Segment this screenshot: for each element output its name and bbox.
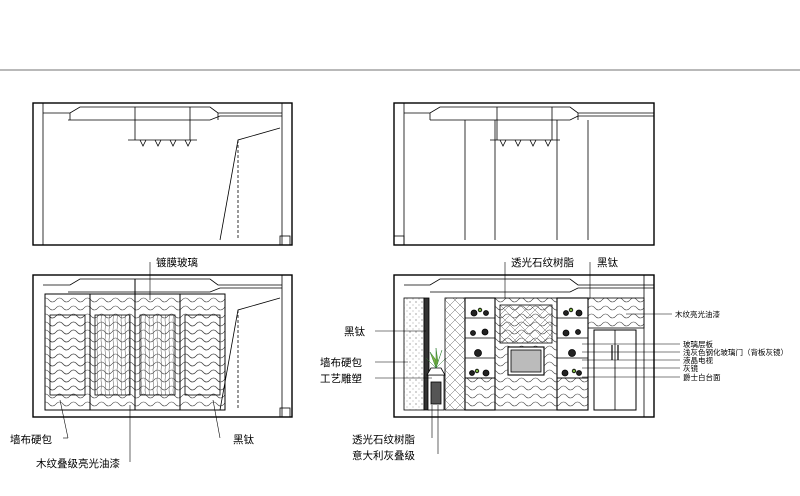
plant-sculpture: [425, 347, 447, 369]
label-wood-lacquer: 木纹叠级亮光油漆: [36, 457, 120, 470]
fabric-panel: [94, 314, 131, 396]
label-translucent-stone-bottom: 透光石纹树脂: [352, 433, 415, 446]
label-jazz-white: 爵士白台面: [683, 372, 721, 382]
panel-top-right: [393, 102, 655, 246]
label-craft-sculpture: 工艺雕塑: [320, 372, 362, 385]
labels: 镀膜玻璃 墙布硬包 木纹叠级亮光油漆 黑钛 透光石纹树脂 黑钛 黑钛 墙布硬包 …: [10, 256, 788, 470]
label-lcd-tv: 液晶电视: [683, 355, 713, 365]
fabric-panel: [139, 314, 176, 396]
panel-bottom-left: [32, 274, 293, 418]
label-glass-shelf: 玻璃层板: [683, 339, 713, 349]
label-wood-lacquer-right: 木纹亮光油漆: [675, 309, 720, 319]
leader-lines: [59, 262, 680, 462]
panel-top-left: [32, 102, 293, 246]
label-black-titanium-left: 黑钛: [344, 325, 365, 338]
panel-bottom-right: [393, 274, 655, 418]
label-wall-fabric-right: 墙布硬包: [320, 356, 362, 369]
label-black-titanium-top: 黑钛: [597, 256, 618, 269]
label-italian-grey: 意大利灰叠级: [352, 449, 415, 462]
label-translucent-stone-top: 透光石纹树脂: [511, 256, 574, 269]
label-wall-fabric: 墙布硬包: [10, 433, 52, 446]
label-black-titanium: 黑钛: [233, 433, 254, 446]
label-coated-glass: 镀膜玻璃: [156, 256, 198, 269]
label-grey-mirror: 灰镜: [683, 363, 698, 373]
label-grey-door: 浅灰色钢化玻璃门（背板灰镜）: [683, 347, 788, 357]
